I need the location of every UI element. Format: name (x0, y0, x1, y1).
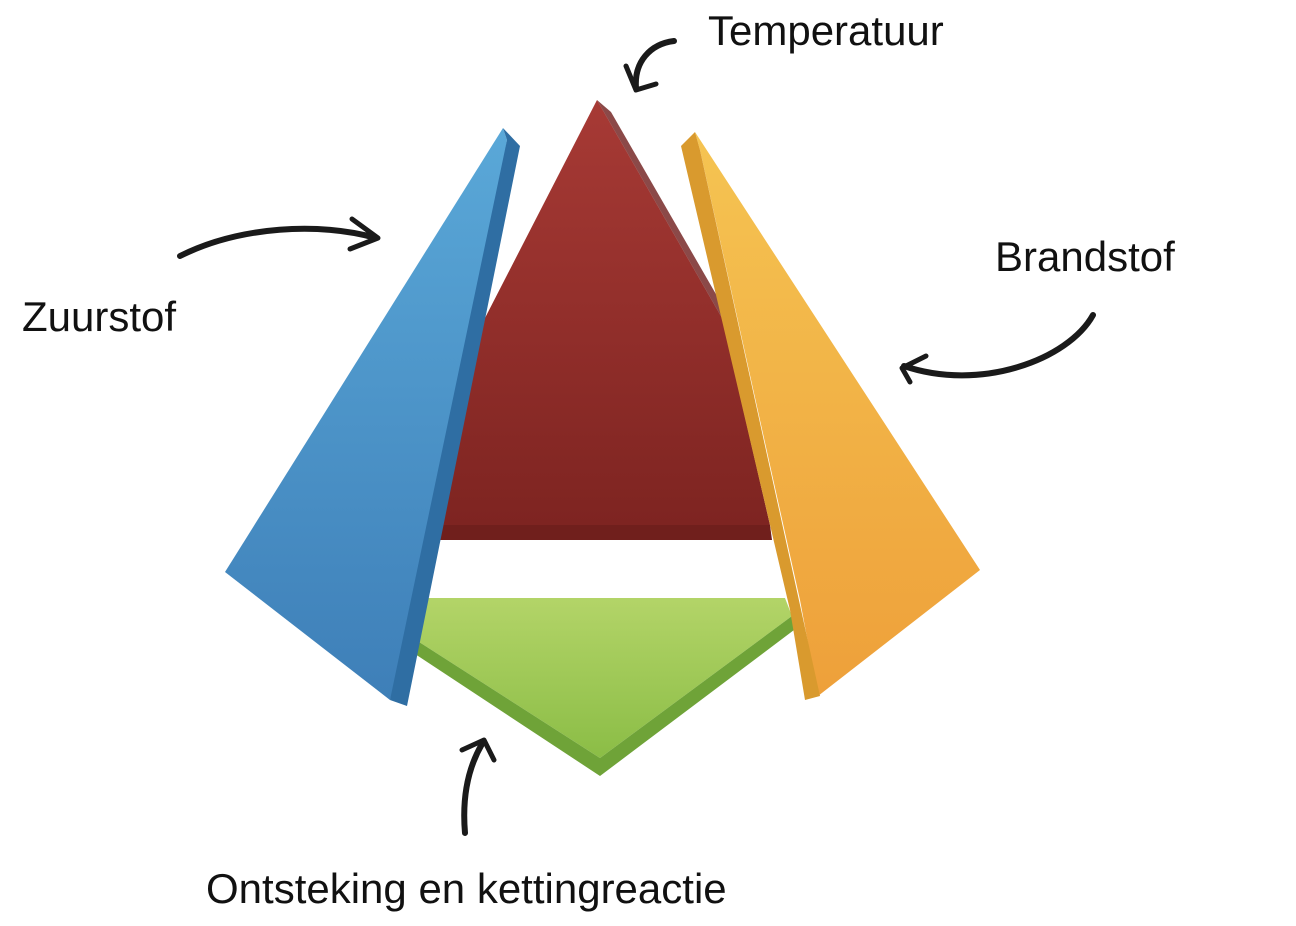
arrow-oxygen (177, 216, 381, 259)
temperature-label: Temperatuur (708, 7, 944, 54)
oxygen-face (225, 128, 520, 706)
arrow-ignition (459, 737, 497, 836)
temperature-face (438, 100, 772, 540)
arrow-temperature (623, 38, 677, 93)
fuel-label: Brandstof (995, 233, 1175, 280)
arrow-fuel (899, 312, 1096, 385)
ignition-face (412, 598, 794, 776)
ignition-label: Ontsteking en kettingreactie (206, 865, 727, 912)
fuel-face (681, 132, 980, 700)
oxygen-label: Zuurstof (22, 293, 177, 340)
